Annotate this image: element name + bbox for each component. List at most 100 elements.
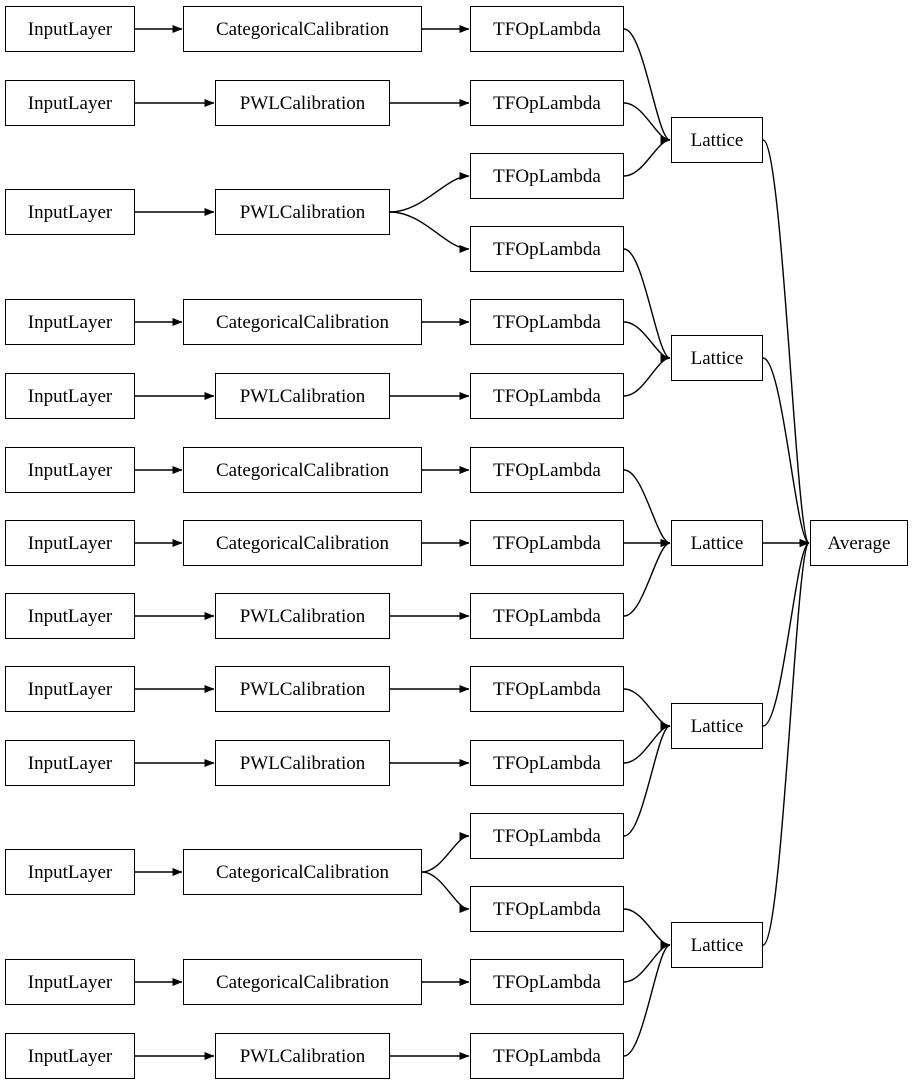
node-lat3[interactable]: Lattice (671, 520, 763, 566)
node-in1[interactable]: InputLayer (5, 6, 135, 52)
node-in5[interactable]: InputLayer (5, 373, 135, 419)
node-label: TFOpLambda (493, 92, 601, 114)
node-label: TFOpLambda (493, 311, 601, 333)
edge-lat4-to-avg (762, 539, 810, 727)
node-label: TFOpLambda (493, 532, 601, 554)
node-cal9[interactable]: PWLCalibration (215, 666, 390, 712)
node-label: TFOpLambda (493, 752, 601, 774)
node-label: TFOpLambda (493, 165, 601, 187)
node-op4[interactable]: TFOpLambda (470, 226, 624, 272)
node-op5[interactable]: TFOpLambda (470, 299, 624, 345)
node-in12[interactable]: InputLayer (5, 959, 135, 1005)
node-lat5[interactable]: Lattice (671, 922, 763, 968)
node-in13[interactable]: InputLayer (5, 1033, 135, 1079)
node-label: InputLayer (27, 18, 113, 40)
node-cal12[interactable]: CategoricalCalibration (183, 959, 422, 1005)
node-op2[interactable]: TFOpLambda (470, 80, 624, 126)
node-label: InputLayer (27, 532, 113, 554)
edge-cal3-to-op3 (389, 172, 470, 213)
node-label: InputLayer (27, 311, 113, 333)
node-in11[interactable]: InputLayer (5, 849, 135, 895)
node-in7[interactable]: InputLayer (5, 520, 135, 566)
node-label: CategoricalCalibration (215, 459, 390, 481)
edge-op3-to-lat1 (623, 136, 671, 177)
node-op6[interactable]: TFOpLambda (470, 373, 624, 419)
node-op9[interactable]: TFOpLambda (470, 593, 624, 639)
node-label: InputLayer (27, 678, 113, 700)
node-label: InputLayer (27, 971, 113, 993)
node-label: InputLayer (27, 459, 113, 481)
node-in10[interactable]: InputLayer (5, 740, 135, 786)
node-cal10[interactable]: PWLCalibration (215, 740, 390, 786)
edge-lat5-to-avg (762, 539, 810, 946)
node-label: CategoricalCalibration (215, 532, 390, 554)
node-label: InputLayer (27, 605, 113, 627)
node-op7[interactable]: TFOpLambda (470, 447, 624, 493)
node-label: TFOpLambda (493, 898, 601, 920)
edge-op14-to-lat5 (623, 941, 671, 983)
node-cal3[interactable]: PWLCalibration (215, 189, 390, 235)
node-label: TFOpLambda (493, 385, 601, 407)
node-cal2[interactable]: PWLCalibration (215, 80, 390, 126)
node-cal1[interactable]: CategoricalCalibration (183, 6, 422, 52)
edge-op4-to-lat2 (623, 248, 671, 362)
node-label: PWLCalibration (239, 605, 366, 627)
node-label: InputLayer (27, 201, 113, 223)
node-op1[interactable]: TFOpLambda (470, 6, 624, 52)
node-op3[interactable]: TFOpLambda (470, 153, 624, 199)
edge-op11-to-lat4 (623, 722, 671, 764)
node-label: InputLayer (27, 752, 113, 774)
node-label: PWLCalibration (239, 201, 366, 223)
node-cal11[interactable]: CategoricalCalibration (183, 849, 422, 895)
node-label: CategoricalCalibration (215, 861, 390, 883)
node-label: PWLCalibration (239, 678, 366, 700)
edge-op5-to-lat2 (623, 321, 671, 362)
edge-op10-to-lat4 (623, 688, 671, 730)
node-op12[interactable]: TFOpLambda (470, 813, 624, 859)
node-label: TFOpLambda (493, 1045, 601, 1067)
node-avg[interactable]: Average (810, 520, 908, 566)
node-label: InputLayer (27, 92, 113, 114)
node-cal8[interactable]: PWLCalibration (215, 593, 390, 639)
node-label: InputLayer (27, 1045, 113, 1067)
node-op8[interactable]: TFOpLambda (470, 520, 624, 566)
node-in8[interactable]: InputLayer (5, 593, 135, 639)
node-label: CategoricalCalibration (215, 311, 390, 333)
node-cal7[interactable]: CategoricalCalibration (183, 520, 422, 566)
edge-op13-to-lat5 (623, 908, 671, 949)
node-op10[interactable]: TFOpLambda (470, 666, 624, 712)
node-label: Lattice (690, 715, 744, 737)
edge-cal11-to-op13 (421, 871, 470, 913)
node-in4[interactable]: InputLayer (5, 299, 135, 345)
node-lat1[interactable]: Lattice (671, 117, 763, 163)
node-cal6[interactable]: CategoricalCalibration (183, 447, 422, 493)
node-op15[interactable]: TFOpLambda (470, 1033, 624, 1079)
edge-lat1-to-avg (762, 139, 810, 547)
node-label: TFOpLambda (493, 18, 601, 40)
node-in9[interactable]: InputLayer (5, 666, 135, 712)
node-label: TFOpLambda (493, 459, 601, 481)
node-cal13[interactable]: PWLCalibration (215, 1033, 390, 1079)
node-label: TFOpLambda (493, 605, 601, 627)
edge-cal3-to-op4 (389, 211, 470, 253)
node-lat4[interactable]: Lattice (671, 703, 763, 749)
node-in2[interactable]: InputLayer (5, 80, 135, 126)
edge-op7-to-lat3 (623, 469, 671, 547)
edge-op1-to-lat1 (623, 28, 671, 144)
node-label: Lattice (690, 532, 744, 554)
node-in6[interactable]: InputLayer (5, 447, 135, 493)
node-cal5[interactable]: PWLCalibration (215, 373, 390, 419)
node-label: Lattice (690, 347, 744, 369)
node-label: TFOpLambda (493, 238, 601, 260)
node-label: PWLCalibration (239, 752, 366, 774)
node-op13[interactable]: TFOpLambda (470, 886, 624, 932)
node-cal4[interactable]: CategoricalCalibration (183, 299, 422, 345)
node-op14[interactable]: TFOpLambda (470, 959, 624, 1005)
node-label: CategoricalCalibration (215, 18, 390, 40)
node-op11[interactable]: TFOpLambda (470, 740, 624, 786)
node-in3[interactable]: InputLayer (5, 189, 135, 235)
node-label: TFOpLambda (493, 678, 601, 700)
node-lat2[interactable]: Lattice (671, 335, 763, 381)
node-label: Lattice (690, 934, 744, 956)
